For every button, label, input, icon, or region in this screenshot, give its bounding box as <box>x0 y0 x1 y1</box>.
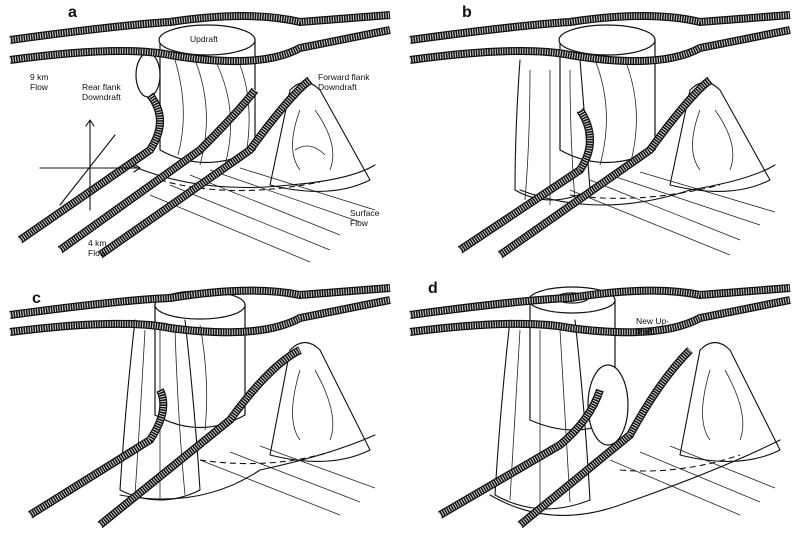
updraft-cylinder <box>154 290 246 431</box>
rear-flank-label: Rear flank Downdraft <box>82 82 121 102</box>
panel-c-drawing <box>9 284 391 529</box>
flow-4km-tubes <box>27 346 302 529</box>
forward-flank-downdraft-cone <box>669 81 771 192</box>
forward-flank-downdraft-cone <box>679 341 781 462</box>
updraft-cylinder <box>158 24 256 166</box>
forward-flank-downdraft-cone <box>269 341 371 462</box>
flow-4km-tubes <box>457 76 713 259</box>
panel-d-drawing <box>409 284 791 529</box>
updraft-label: Updraft <box>190 34 218 44</box>
panel-a-drawing <box>9 11 391 263</box>
gust-front-outline <box>119 434 376 500</box>
panel-letter: a <box>68 4 77 21</box>
gust-front-dashed <box>619 454 741 472</box>
new-updraft-label: New Up- draft <box>636 316 670 336</box>
flow-9km-label: 9 km Flow <box>30 72 49 92</box>
flow-4km-label: 4 km Flow <box>88 238 107 258</box>
gust-front-dashed <box>199 451 331 465</box>
flow-4km-tubes <box>437 347 693 529</box>
gust-front-outline <box>519 164 776 206</box>
forward-flank-downdraft-cone <box>269 81 371 192</box>
flow-9km-tubes <box>9 284 391 337</box>
panel-c: c <box>0 270 400 540</box>
surface-flow-label: Surface Flow <box>350 208 380 228</box>
surface-streamlines <box>569 171 776 256</box>
reference-axes <box>39 119 141 211</box>
gust-front-outline <box>489 439 781 516</box>
forward-flank-label: Forward flank Downdraft <box>318 72 370 92</box>
updraft-cylinder <box>558 24 656 166</box>
panel-b: b <box>400 0 800 270</box>
flow-9km-tubes <box>409 284 791 337</box>
panel-a: a Updraft 9 km Flow Rear flank Downdraft… <box>0 0 400 270</box>
flow-9km-tubes <box>9 11 391 66</box>
gust-front-dashed <box>159 179 321 192</box>
surface-streamlines <box>609 445 776 516</box>
panel-letter: c <box>32 290 41 307</box>
rear-flank-downdraft-shape <box>135 52 161 98</box>
gust-front-dashed <box>569 184 721 199</box>
surface-streamlines <box>199 445 376 516</box>
gust-front-outline <box>129 164 376 189</box>
panel-letter: d <box>428 280 438 297</box>
panel-b-drawing <box>409 11 791 259</box>
flow-4km-tubes <box>17 76 313 259</box>
panel-d: d New Up- draft <box>400 270 800 540</box>
new-updraft-shape <box>587 364 629 446</box>
flow-9km-tubes <box>409 11 791 66</box>
panel-letter: b <box>462 4 472 21</box>
